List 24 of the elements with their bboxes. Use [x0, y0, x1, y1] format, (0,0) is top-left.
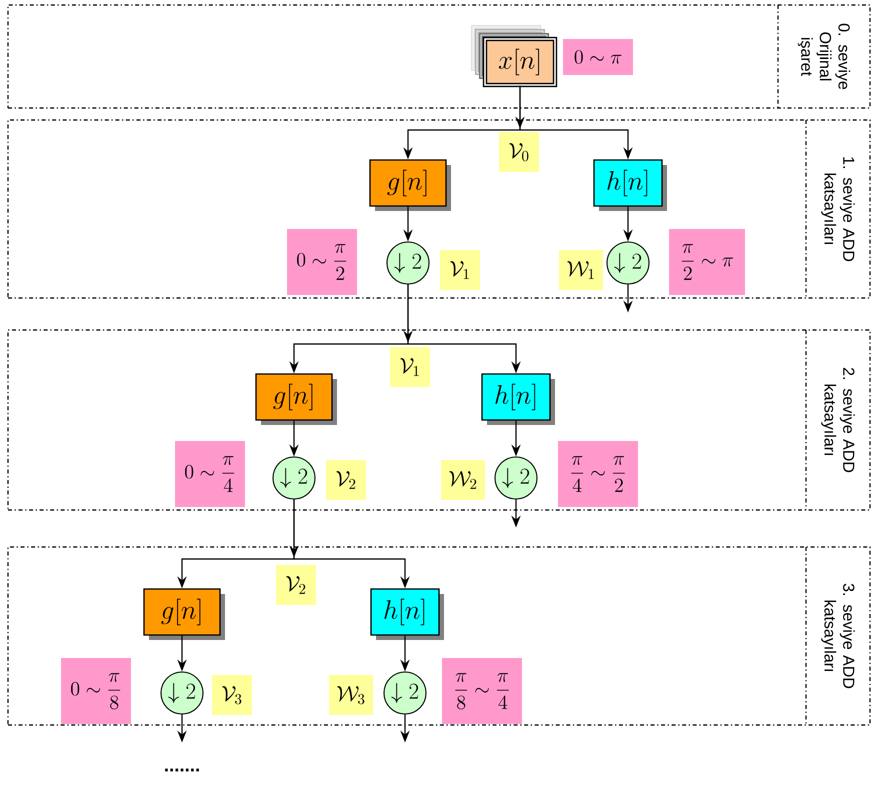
frequency-range-box: $\frac{\pi}{8} \sim \frac{\pi}{4}$ — [442, 658, 522, 724]
frequency-range-box: $0 \sim \frac{\pi}{2}$ — [287, 229, 357, 295]
signal-box: $x[n]$ — [471, 25, 558, 88]
subspace-label: $\mathcal{V}_0$ — [499, 132, 539, 172]
filter-box: $g[n]$ — [143, 588, 225, 640]
frequency-range-box: $0 \sim \pi$ — [563, 39, 634, 75]
subspace-label: $\mathcal{W}_2$ — [441, 460, 485, 500]
subspace-label: $\mathcal{V}_2$ — [326, 460, 366, 500]
subspace-label: $\mathcal{V}_2$ — [276, 565, 316, 605]
frequency-range-box: $\frac{\pi}{4} \sim \frac{\pi}{2}$ — [558, 441, 638, 507]
subspace-label: $\mathcal{V}_1$ — [390, 347, 430, 387]
filter-box: $h[n]$ — [370, 588, 444, 640]
frequency-range-box: $0 \sim \frac{\pi}{4}$ — [175, 441, 245, 507]
subspace-label: $\mathcal{V}_3$ — [212, 675, 252, 715]
filter-box: $h[n]$ — [481, 373, 555, 425]
filter-box: $h[n]$ — [593, 159, 667, 211]
frequency-range-box: $0 \sim \frac{\pi}{8}$ — [61, 658, 131, 724]
filter-box: $g[n]$ — [255, 373, 337, 425]
subspace-label: $\mathcal{W}_1$ — [559, 250, 603, 290]
ellipsis: ....... — [165, 768, 199, 772]
frequency-range-box: $\frac{\pi}{2} \sim \pi$ — [669, 229, 745, 295]
subspace-label: $\mathcal{W}_3$ — [329, 675, 373, 715]
subspace-label: $\mathcal{V}_1$ — [440, 250, 480, 290]
filter-box: $g[n]$ — [369, 159, 451, 211]
